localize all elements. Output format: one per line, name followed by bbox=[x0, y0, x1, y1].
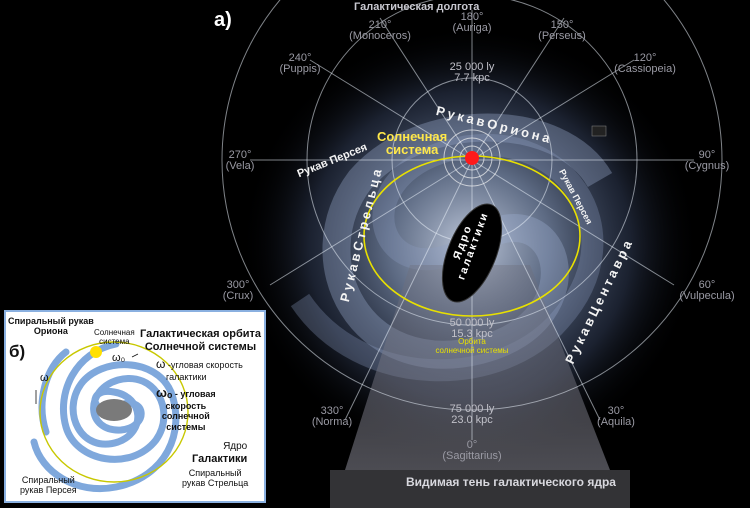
omega-symbol-left: ω bbox=[40, 372, 49, 384]
panel-b-label: б) bbox=[9, 342, 26, 361]
inset-solar-orbit bbox=[39, 341, 189, 483]
longitude-60: 60°(Vulpecula) bbox=[679, 279, 735, 302]
longitude-240: 240°(Puppis) bbox=[279, 52, 321, 75]
small-galaxy bbox=[591, 125, 607, 137]
longitude-120: 120°(Cassiopeia) bbox=[614, 52, 676, 75]
galactic-core bbox=[441, 203, 503, 303]
sun-marker bbox=[465, 151, 479, 165]
inset-sun bbox=[90, 346, 102, 358]
inset-diagram bbox=[30, 340, 189, 492]
axis-title: Галактическая долгота bbox=[354, 1, 480, 13]
inset-spiral-arm bbox=[30, 361, 180, 492]
longitude-210: 210°(Monoceros) bbox=[349, 19, 411, 42]
core-shadow-wedge bbox=[345, 265, 610, 470]
panel-a-label: а) bbox=[214, 9, 232, 31]
longitude-30: 30°(Aquila) bbox=[597, 405, 635, 428]
longitude-270: 270°(Vela) bbox=[225, 149, 255, 172]
omega-definition: ω -угловая скорость галактики bbox=[156, 357, 243, 382]
longitude-150: 150°(Perseus) bbox=[538, 19, 586, 42]
longitude-90: 90°(Cygnus) bbox=[684, 149, 730, 172]
longitude-330: 330°(Norma) bbox=[311, 405, 353, 428]
longitude-180: 180°(Auriga) bbox=[452, 11, 492, 34]
inset-galactic-core bbox=[96, 399, 132, 421]
spiral-arm-hint bbox=[322, 113, 613, 369]
core-shadow-label: Видимая тень галактического ядра bbox=[406, 475, 616, 489]
inset-spiral-arm bbox=[59, 340, 168, 463]
distance-grid bbox=[221, 0, 723, 440]
shadow-label-band bbox=[330, 470, 630, 508]
longitude-300: 300°(Crux) bbox=[222, 279, 254, 302]
omega-zero-arrow bbox=[131, 353, 139, 358]
omega-zero-definition: ωₒ - угловая скорость солнечной системы bbox=[156, 385, 216, 432]
omega-o-symbol: ω₀ bbox=[112, 352, 126, 364]
longitude-0: 0°(Sagittarius) bbox=[442, 439, 502, 462]
